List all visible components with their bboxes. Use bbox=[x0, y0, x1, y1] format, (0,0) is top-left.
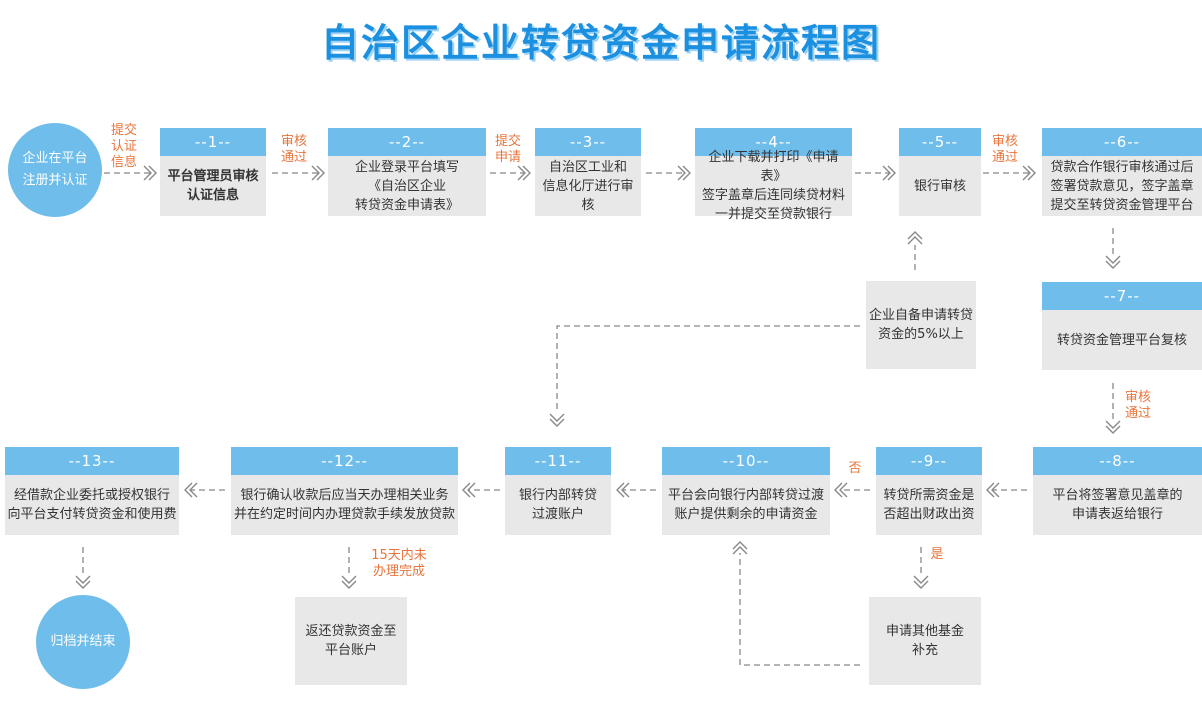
step-13: --13-- 经借款企业委托或授权银行 向平台支付转贷资金和使用费 bbox=[5, 447, 179, 535]
step-12: --12-- 银行确认收款后应当天办理相关业务 并在约定时间内办理贷款手续发放贷… bbox=[231, 447, 458, 535]
step-11: --11-- 银行内部转贷 过渡账户 bbox=[505, 447, 611, 535]
other-fund-box: 申请其他基金 补充 bbox=[869, 597, 981, 685]
step-text: 企业登录平台填写 《自治区企业 转贷资金申请表》 bbox=[354, 159, 459, 213]
step-number: --12-- bbox=[231, 447, 458, 475]
step-number: --6-- bbox=[1042, 128, 1202, 156]
step-number: --9-- bbox=[876, 447, 982, 475]
step-number: --7-- bbox=[1042, 282, 1202, 310]
step-number: --10-- bbox=[662, 447, 830, 475]
step-5: --5-- 银行审核 bbox=[899, 128, 981, 216]
step-number: --13-- bbox=[5, 447, 179, 475]
end-node: 归档并结束 bbox=[36, 595, 130, 689]
step-text: 平台将签署意见盖章的 申请表返给银行 bbox=[1052, 488, 1183, 522]
label-review-pass-2: 审核 通过 bbox=[991, 134, 1018, 165]
step-number: --8-- bbox=[1033, 447, 1202, 475]
side-box-text: 企业自备申请转贷 资金的5%以上 bbox=[868, 308, 973, 342]
step-number: --1-- bbox=[160, 128, 266, 156]
step-number: --4-- bbox=[695, 128, 852, 156]
step-text: 自治区工业和 信息化厅进行审核 bbox=[542, 159, 634, 213]
step-number: --3-- bbox=[535, 128, 641, 156]
label-review-pass-3: 审核 通过 bbox=[1124, 390, 1151, 421]
step-text: 转贷所需资金是 否超出财政出资 bbox=[883, 488, 975, 522]
step-text: 银行内部转贷 过渡账户 bbox=[518, 488, 597, 522]
step-3: --3-- 自治区工业和 信息化厅进行审核 bbox=[535, 128, 641, 216]
step-1: --1-- 平台管理员审核 认证信息 bbox=[160, 128, 266, 216]
step-number: --2-- bbox=[328, 128, 486, 156]
start-node: 企业在平台 注册并认证 bbox=[8, 123, 102, 217]
repay-box: 返还贷款资金至 平台账户 bbox=[295, 597, 407, 685]
step-2: --2-- 企业登录平台填写 《自治区企业 转贷资金申请表》 bbox=[328, 128, 486, 216]
step-text: 转贷资金管理平台复核 bbox=[1056, 332, 1187, 348]
step-9: --9-- 转贷所需资金是 否超出财政出资 bbox=[876, 447, 982, 535]
label-no: 否 bbox=[848, 461, 862, 476]
step-text: 贷款合作银行审核通过后 签署贷款意见，签字盖章 提交至转贷资金管理平台 bbox=[1050, 159, 1194, 213]
label-review-pass-1: 审核 通过 bbox=[280, 134, 307, 165]
step-number: --11-- bbox=[505, 447, 611, 475]
step-text: 银行确认收款后应当天办理相关业务 并在约定时间内办理贷款手续发放贷款 bbox=[233, 488, 455, 522]
step-text: 平台会向银行内部转贷过渡 账户提供剩余的申请资金 bbox=[667, 488, 824, 522]
step-text: 银行审核 bbox=[913, 178, 966, 194]
side-box-text: 返还贷款资金至 平台账户 bbox=[305, 624, 397, 658]
page-title: 自治区企业转贷资金申请流程图 bbox=[320, 21, 881, 65]
step-10: --10-- 平台会向银行内部转贷过渡 账户提供剩余的申请资金 bbox=[662, 447, 830, 535]
step-6: --6-- 贷款合作银行审核通过后 签署贷款意见，签字盖章 提交至转贷资金管理平… bbox=[1042, 128, 1202, 216]
label-submit-apply: 提交 申请 bbox=[494, 134, 521, 165]
step-8: --8-- 平台将签署意见盖章的 申请表返给银行 bbox=[1033, 447, 1202, 535]
step-4: --4-- 企业下载并打印《申请表》 签字盖章后连同续贷材料 一并提交至贷款银行 bbox=[695, 128, 852, 222]
side-box-text: 申请其他基金 补充 bbox=[885, 624, 964, 658]
label-within-15-days: 15天内未 办理完成 bbox=[371, 548, 427, 579]
step-number: --5-- bbox=[899, 128, 981, 156]
step-text: 经借款企业委托或授权银行 向平台支付转贷资金和使用费 bbox=[7, 488, 177, 522]
step-text: 平台管理员审核 认证信息 bbox=[167, 169, 259, 203]
step-7: --7-- 转贷资金管理平台复核 bbox=[1042, 282, 1202, 370]
label-submit-verify: 提交 认证 信息 bbox=[110, 123, 137, 170]
step-text: 企业下载并打印《申请表》 签字盖章后连同续贷材料 一并提交至贷款银行 bbox=[701, 150, 845, 222]
label-yes: 是 bbox=[930, 547, 944, 562]
self-fund-box: 企业自备申请转贷 资金的5%以上 bbox=[866, 281, 976, 369]
